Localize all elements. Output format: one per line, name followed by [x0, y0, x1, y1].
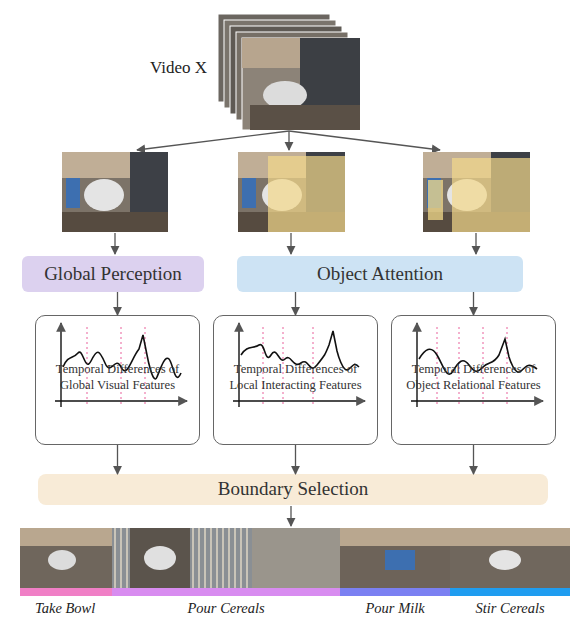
- flow-arrow: [117, 292, 118, 315]
- flow-arrow: [473, 292, 474, 315]
- segment-label: Pour Cereals: [188, 600, 265, 617]
- video-frame-stack: [218, 14, 360, 130]
- feature-chart-box: Temporal Differences of Global Visual Fe…: [35, 315, 200, 445]
- frame-global: [62, 152, 168, 232]
- frame-relational: [423, 152, 530, 232]
- segment-label: Pour Milk: [366, 600, 425, 617]
- segment-label: Stir Cereals: [476, 600, 545, 617]
- input-label: Video X: [150, 58, 207, 78]
- chart-caption: Temporal Differences of Object Relationa…: [396, 362, 551, 393]
- box-title: Object Attention: [317, 264, 443, 285]
- segmented-video-strip: [20, 528, 570, 596]
- output-arrow: [290, 506, 291, 526]
- flow-arrow: [473, 445, 474, 474]
- chart-caption: Temporal Differences of Global Visual Fe…: [40, 362, 195, 393]
- frame-arrows: [115, 233, 476, 254]
- flow-arrow: [117, 445, 118, 474]
- frame-local: [238, 152, 345, 232]
- segment-label: Take Bowl: [35, 600, 95, 617]
- feature-chart-box: Temporal Differences of Local Interactin…: [213, 315, 378, 445]
- feature-chart-box: Temporal Differences of Object Relationa…: [391, 315, 556, 445]
- flow-arrow: [295, 445, 296, 474]
- chart-caption: Temporal Differences of Local Interactin…: [218, 362, 373, 393]
- module-box: Global Perception: [22, 256, 204, 292]
- box-title: Global Perception: [44, 264, 182, 285]
- selection-box: Boundary Selection: [38, 474, 548, 505]
- flow-arrow: [295, 292, 296, 315]
- split-arrows: [137, 131, 440, 150]
- box-title: Boundary Selection: [218, 479, 368, 500]
- module-box: Object Attention: [237, 256, 523, 292]
